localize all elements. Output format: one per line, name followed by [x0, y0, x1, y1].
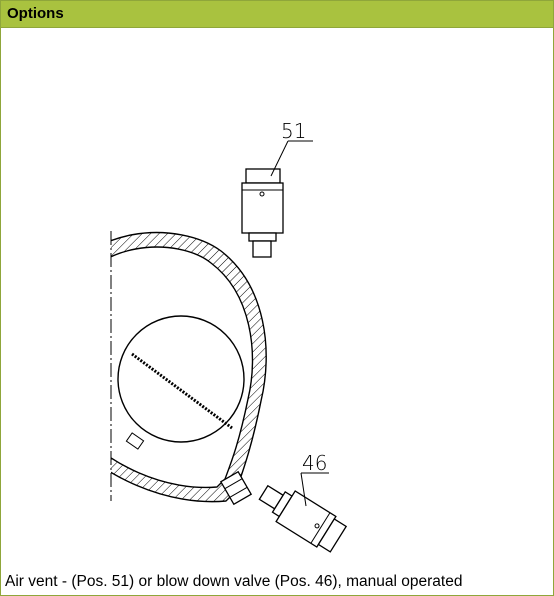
housing [111, 231, 267, 503]
blow-down-valve-part [258, 484, 348, 553]
label-51: 51 [281, 119, 306, 143]
technical-drawing: 51 46 [110, 119, 348, 553]
inner-disc [117, 315, 245, 443]
small-fitting [125, 432, 145, 450]
housing-outlet [219, 470, 253, 506]
panel-header: Options [1, 1, 553, 28]
figure-caption: Air vent - (Pos. 51) or blow down valve … [5, 573, 463, 590]
air-vent-part [241, 168, 284, 258]
leader-51 [270, 140, 289, 177]
leader-46 [300, 472, 307, 507]
label-46: 46 [302, 451, 327, 475]
